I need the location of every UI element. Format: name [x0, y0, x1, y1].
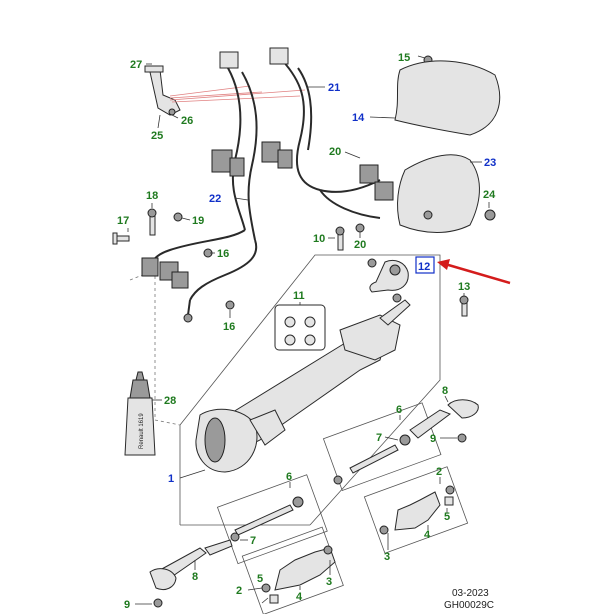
bushing-kit	[274, 304, 326, 351]
callout-6-right: 6	[396, 404, 402, 416]
callout-23: 23	[484, 157, 496, 169]
callout-14: 14	[352, 112, 365, 124]
callout-8-right: 8	[442, 385, 448, 397]
callout-26: 26	[181, 115, 193, 127]
callout-20-lower: 20	[354, 239, 366, 251]
steering-rack	[179, 299, 411, 479]
callout-16-lower: 16	[223, 321, 235, 333]
callout-25: 25	[151, 130, 163, 142]
callout-7-left: 7	[250, 535, 256, 547]
callout-10: 10	[313, 233, 325, 245]
callout-18: 18	[146, 190, 158, 202]
footer-date: 03-2023	[452, 588, 489, 599]
callout-17: 17	[117, 215, 129, 227]
callout-20-upper: 20	[329, 146, 341, 158]
callout-13: 13	[458, 281, 470, 293]
callout-4-left: 4	[296, 591, 303, 603]
tie-rod-right	[322, 399, 479, 491]
boot-kit-right	[363, 466, 469, 554]
callout-16-upper: 16	[217, 248, 229, 260]
callout-28: 28	[164, 395, 176, 407]
callout-5-left: 5	[257, 573, 263, 585]
callout-9-right: 9	[430, 433, 436, 445]
callout-2-right: 2	[436, 466, 442, 478]
fasteners	[112, 55, 496, 317]
callout-11: 11	[293, 290, 305, 302]
callout-1: 1	[168, 473, 174, 485]
wiring-harness	[141, 47, 394, 323]
harness-clip-assembly	[144, 63, 306, 129]
callout-5-right: 5	[444, 511, 450, 523]
callout-3-left: 3	[326, 576, 332, 588]
tie-rod-left	[149, 474, 328, 608]
callout-22: 22	[209, 193, 221, 205]
callout-9-left: 9	[124, 599, 130, 611]
highlight-arrow	[437, 259, 511, 285]
callout-4-right: 4	[424, 529, 431, 541]
callout-3-right: 3	[384, 551, 390, 563]
callout-19: 19	[192, 215, 204, 227]
sealant-tube	[124, 371, 162, 456]
highlight-box	[415, 256, 435, 274]
callout-8-left: 8	[192, 571, 198, 583]
callout-21: 21	[328, 82, 340, 94]
footer-ref: GH00029C	[444, 600, 495, 611]
callout-7-right: 7	[376, 432, 382, 444]
boot-kit-left	[241, 526, 344, 614]
pivot-bracket	[367, 258, 409, 303]
callout-24: 24	[483, 189, 496, 201]
callout-15: 15	[398, 52, 410, 64]
callout-labels: 27 25 26 21 15 14 20 23 22 18 17 19 24 1…	[117, 52, 496, 611]
leader-lines	[127, 55, 490, 605]
heat-shields	[394, 60, 501, 233]
callout-12: 12	[418, 261, 430, 273]
sealant-tube-label: Renault 1619	[139, 413, 145, 449]
callout-6-left: 6	[286, 471, 292, 483]
callout-2-left: 2	[236, 585, 242, 597]
callout-27: 27	[130, 59, 142, 71]
